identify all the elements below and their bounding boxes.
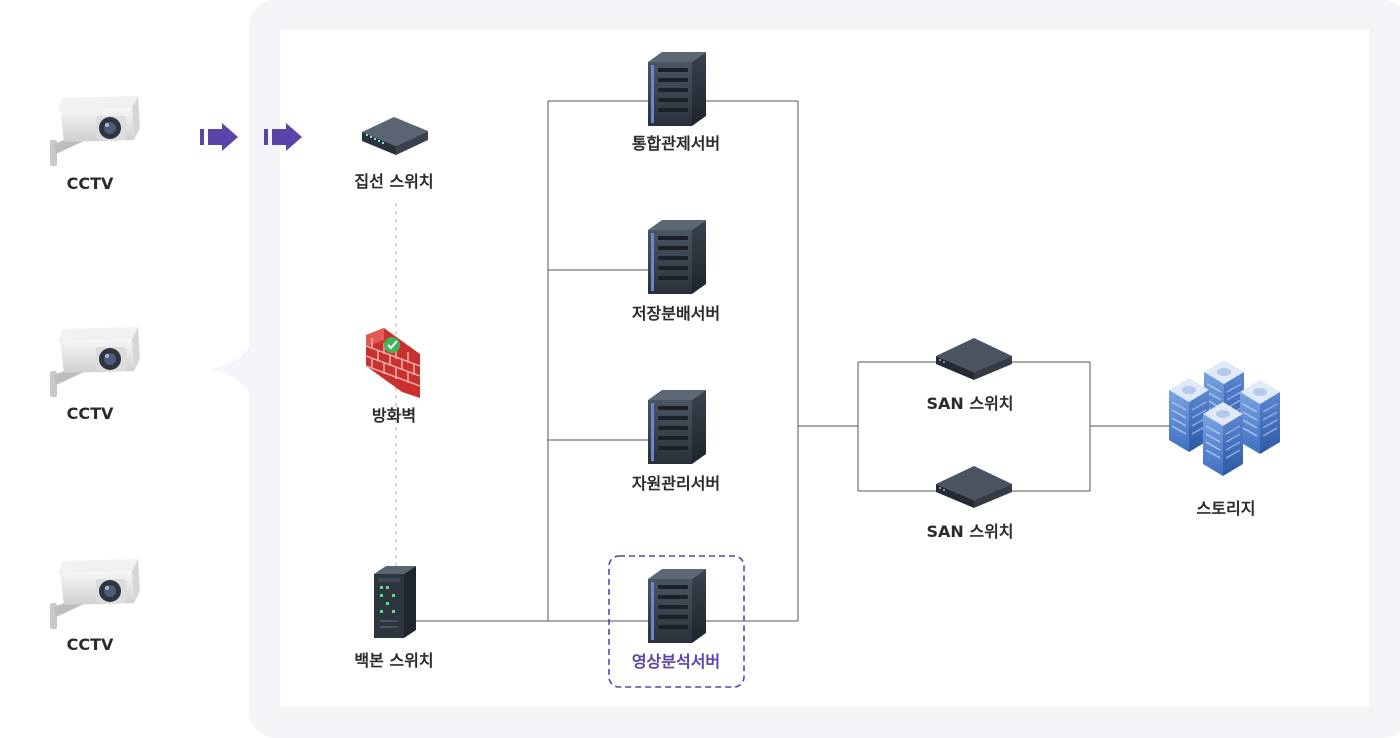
highlight-box xyxy=(608,555,745,688)
resource-management-server-icon xyxy=(648,390,706,464)
cctv-label: CCTV xyxy=(66,635,114,654)
flow-arrow-icon xyxy=(200,123,238,151)
integrated-control-server-icon xyxy=(648,52,706,126)
video-analysis-server-label: 영상분석서버 xyxy=(631,652,721,671)
storage-distribution-server-label: 저장분배서버 xyxy=(631,304,721,323)
storage-label: 스토리지 xyxy=(1196,499,1256,518)
san-switch-label: SAN 스위치 xyxy=(926,522,1014,541)
cctv-camera-icon xyxy=(50,559,140,629)
cctv-camera-icon xyxy=(50,96,140,166)
cctv-label: CCTV xyxy=(66,404,114,423)
san-switch-label: SAN 스위치 xyxy=(926,394,1014,413)
backbone-switch-icon xyxy=(374,566,416,638)
access-switch-label: 집선 스위치 xyxy=(354,172,434,191)
resource-management-server-label: 자원관리서버 xyxy=(631,474,721,493)
cctv-camera-icon xyxy=(50,327,140,397)
integrated-control-server-label: 통합관제서버 xyxy=(631,134,721,153)
connection-lines xyxy=(415,100,1170,622)
backbone-switch-label: 백본 스위치 xyxy=(354,651,434,670)
access-switch-icon xyxy=(362,117,428,155)
firewall-icon xyxy=(365,328,421,398)
video-analysis-server-icon xyxy=(648,569,706,643)
firewall-label: 방화벽 xyxy=(371,406,417,425)
cctv-label: CCTV xyxy=(66,174,114,193)
storage-distribution-server-icon xyxy=(648,220,706,294)
